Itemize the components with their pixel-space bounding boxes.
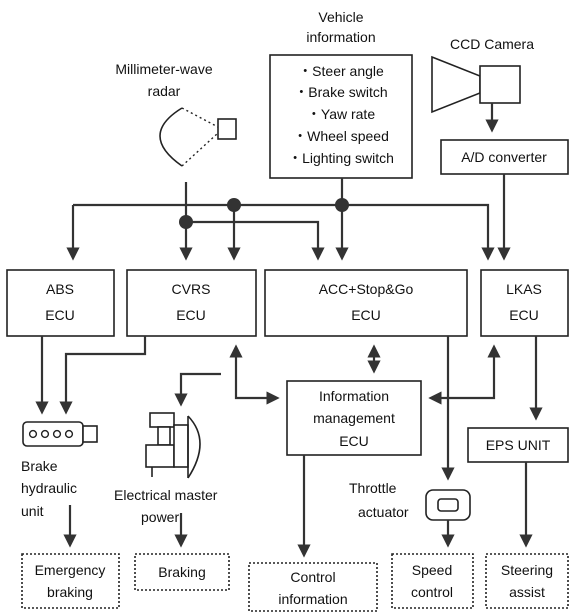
lkas-ecu-label-1: LKAS	[506, 281, 542, 297]
eps-unit-box	[467, 427, 569, 463]
output-speed-control	[391, 553, 474, 609]
vehicle-info-box	[269, 54, 413, 179]
vehicle-info-item-1: ・Steer angle	[298, 63, 384, 79]
output-speed-label-1: Speed	[412, 562, 452, 578]
master-power-icon	[145, 412, 201, 479]
vehicle-info-item-4: ・Wheel speed	[293, 128, 389, 144]
brake-unit-label-2: hydraulic	[21, 480, 77, 496]
brake-unit-label-1: Brake	[21, 458, 58, 474]
vehicle-info-title-1: Vehicle	[318, 9, 363, 25]
vehicle-info-title-2: information	[306, 29, 375, 45]
camera-icon	[431, 55, 521, 114]
output-emergency-braking	[21, 553, 120, 609]
master-power-label-2: power	[141, 509, 179, 525]
ad-converter-label: A/D converter	[461, 149, 547, 165]
vehicle-info-item-3: ・Yaw rate	[307, 106, 375, 122]
abs-ecu-label-1: ABS	[46, 281, 74, 297]
output-steering-label-1: Steering	[501, 562, 553, 578]
cvrs-ecu-label-2: ECU	[176, 307, 206, 323]
abs-ecu-label-2: ECU	[45, 307, 75, 323]
throttle-label-2: actuator	[358, 504, 409, 520]
output-braking-label: Braking	[158, 564, 205, 580]
output-emergency-label-1: Emergency	[35, 562, 106, 578]
output-braking	[134, 553, 230, 591]
camera-label: CCD Camera	[450, 36, 534, 52]
output-speed-label-2: control	[411, 584, 453, 600]
info-mgmt-label-3: ECU	[339, 433, 369, 449]
lkas-ecu-box	[480, 269, 569, 337]
output-control-label-2: information	[278, 591, 347, 607]
junction-dot	[335, 198, 349, 212]
radar-label-2: radar	[148, 83, 181, 99]
info-mgmt-label-2: management	[313, 410, 395, 426]
brake-unit-label-3: unit	[21, 503, 44, 519]
cvrs-ecu-label-1: CVRS	[172, 281, 211, 297]
brake-unit-icon	[22, 421, 98, 447]
throttle-icon	[425, 489, 471, 521]
cvrs-ecu-box	[126, 269, 257, 337]
acc-ecu-label-1: ACC+Stop&Go	[319, 281, 414, 297]
acc-ecu-box	[264, 269, 468, 337]
junction-dot	[227, 198, 241, 212]
info-mgmt-label-1: Information	[319, 388, 389, 404]
acc-ecu-label-2: ECU	[351, 307, 381, 323]
output-control-information	[248, 562, 378, 612]
output-steering-label-2: assist	[509, 584, 545, 600]
output-emergency-label-2: braking	[47, 584, 93, 600]
master-power-label-1: Electrical master	[114, 487, 218, 503]
abs-ecu-box	[6, 269, 115, 337]
output-control-label-1: Control	[290, 569, 335, 585]
vehicle-info-item-5: ・Lighting switch	[288, 150, 394, 166]
throttle-label-1: Throttle	[349, 480, 397, 496]
output-steering-assist	[485, 553, 569, 609]
info-mgmt-box	[286, 380, 422, 456]
junction-dot	[179, 215, 193, 229]
lkas-ecu-label-2: ECU	[509, 307, 539, 323]
eps-unit-label: EPS UNIT	[486, 437, 551, 453]
vehicle-info-item-2: ・Brake switch	[294, 84, 387, 100]
radar-label-1: Millimeter-wave	[115, 61, 212, 77]
radar-icon	[159, 107, 237, 167]
ad-converter-box	[440, 139, 569, 175]
